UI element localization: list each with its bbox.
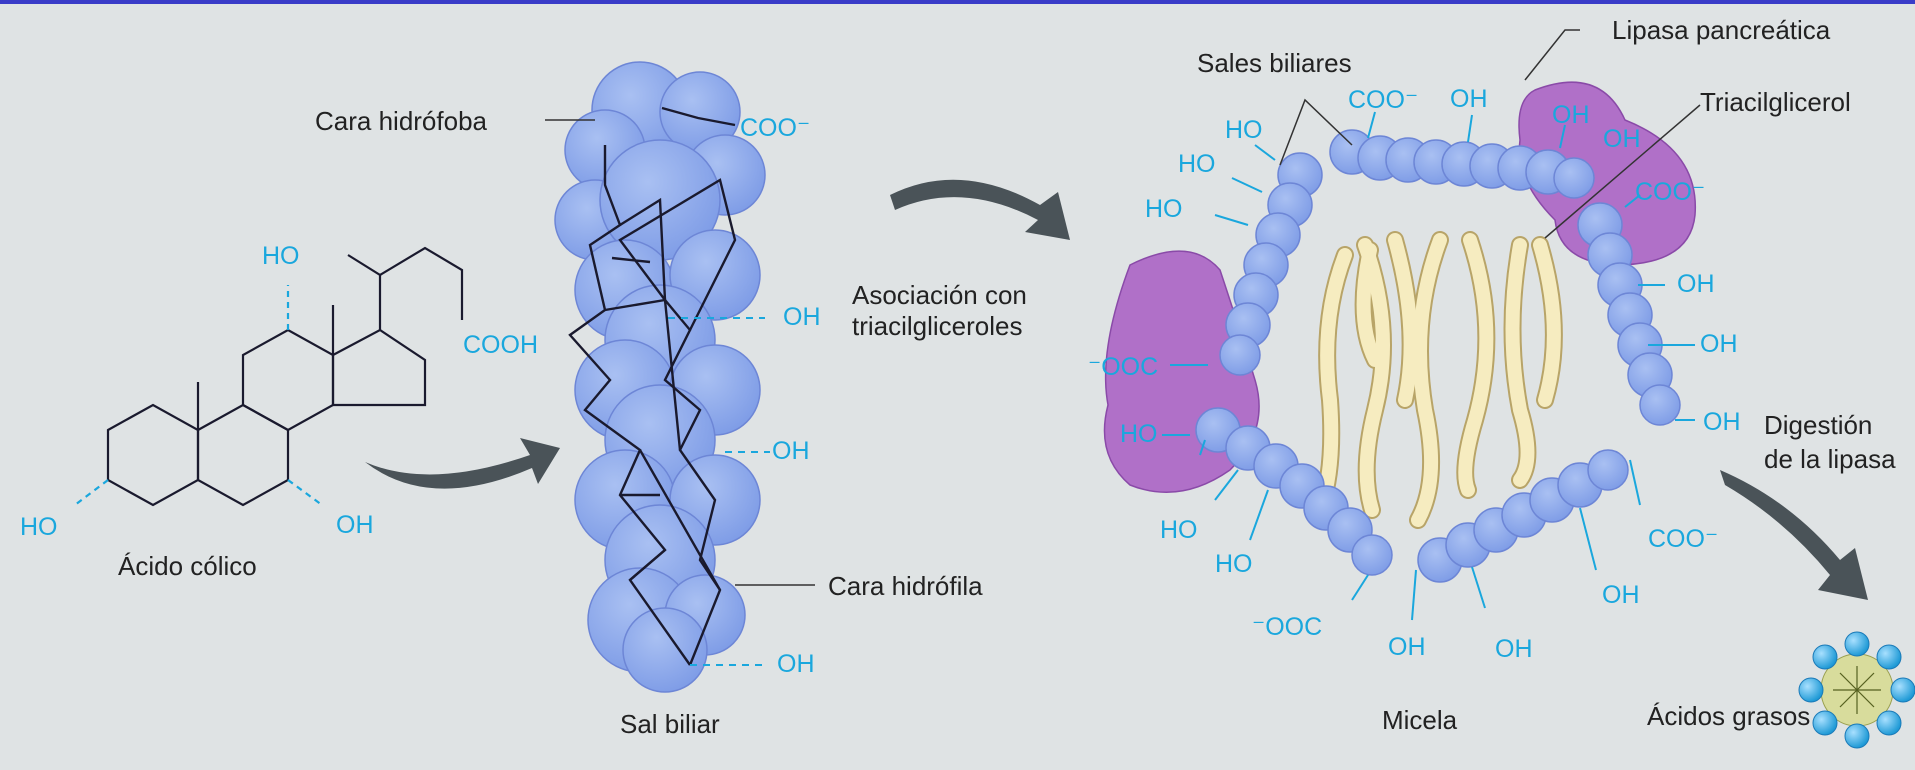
asociacion-label-2: triacilgliceroles xyxy=(852,313,1023,339)
acido-colico-label: Ácido cólico xyxy=(118,553,257,579)
oh-group: OH xyxy=(772,439,810,464)
asociacion-label-1: Asociación con xyxy=(852,282,1027,308)
ho-group: HO xyxy=(1178,152,1216,177)
triacilglicerol-label: Triacilglicerol xyxy=(1700,89,1851,115)
sales-biliares-label: Sales biliares xyxy=(1197,50,1352,76)
ho-group: HO xyxy=(20,515,58,540)
cooh-group: COOH xyxy=(463,333,538,358)
ho-group: HO xyxy=(1160,518,1198,543)
oh-group: OH xyxy=(1602,583,1640,608)
ho-group: HO xyxy=(1215,552,1253,577)
curved-arrow xyxy=(890,180,1070,240)
ho-group: HO xyxy=(1225,118,1263,143)
oh-group: OH xyxy=(1388,635,1426,660)
coo-group: COO⁻ xyxy=(1348,88,1418,113)
oh-group: OH xyxy=(1495,637,1533,662)
oh-group: OH xyxy=(1677,272,1715,297)
oh-group: OH xyxy=(336,513,374,538)
cholic-acid-structure xyxy=(108,248,462,505)
top-frame-line xyxy=(0,0,1915,4)
micela-label: Micela xyxy=(1382,707,1457,733)
ooc-group: ⁻OOC xyxy=(1252,615,1322,640)
ooc-group: ⁻OOC xyxy=(1088,355,1158,380)
oh-group: OH xyxy=(777,652,815,677)
digestion-label-2: de la lipasa xyxy=(1764,446,1896,472)
chain-left-top xyxy=(1220,153,1322,375)
bile-salt-molecule xyxy=(555,62,765,692)
oh-group: OH xyxy=(1603,127,1641,152)
cara-hidrofila-label: Cara hidrófila xyxy=(828,573,983,599)
sal-biliar-label: Sal biliar xyxy=(620,711,720,737)
cara-hidrofoba-label: Cara hidrófoba xyxy=(315,108,487,134)
oh-group: OH xyxy=(1552,103,1590,128)
micelle-icon xyxy=(1799,632,1915,748)
ho-group: HO xyxy=(1145,197,1183,222)
ho-group: HO xyxy=(262,244,300,269)
lipasa-label: Lipasa pancreática xyxy=(1612,17,1830,43)
coo-group: COO⁻ xyxy=(1648,527,1718,552)
oh-group: OH xyxy=(1703,410,1741,435)
digestion-label-1: Digestión xyxy=(1764,412,1872,438)
curved-arrow xyxy=(365,438,560,489)
oh-group: OH xyxy=(1450,87,1488,112)
ho-group: HO xyxy=(1120,422,1158,447)
coo-group: COO⁻ xyxy=(1635,180,1705,205)
oh-group: OH xyxy=(783,305,821,330)
triacylglycerol-strands xyxy=(1320,240,1554,520)
acidos-grasos-label: Ácidos grasos xyxy=(1647,703,1810,729)
curved-arrow xyxy=(1720,470,1868,600)
coo-group: COO⁻ xyxy=(740,116,810,141)
oh-group: OH xyxy=(1700,332,1738,357)
